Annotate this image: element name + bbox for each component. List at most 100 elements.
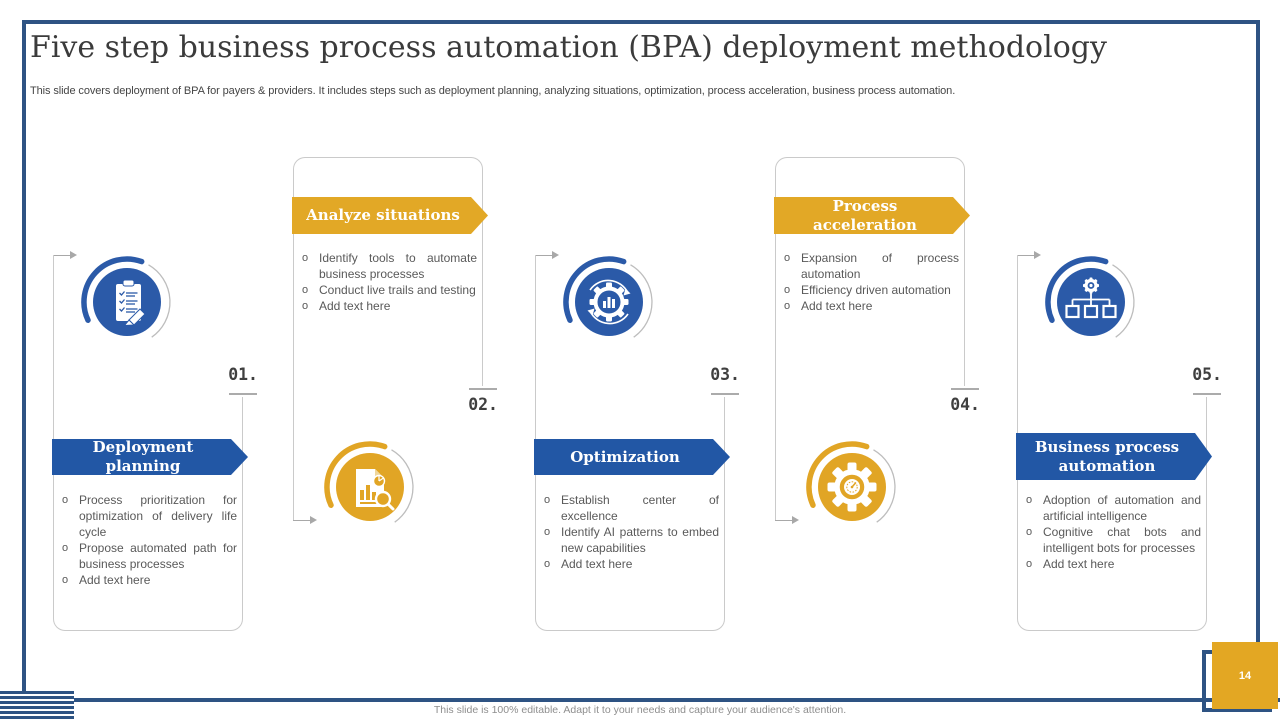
bullet-text: Add text here <box>79 573 151 587</box>
connector-arrow <box>535 251 559 260</box>
step-card-3: 03. Optimization <box>535 0 740 720</box>
step-title: Business process automation <box>1034 437 1180 475</box>
connector-arrow <box>1017 251 1041 260</box>
bullet-list: o Process prioritization for optimization… <box>59 492 237 588</box>
step-number: 02. <box>468 395 498 414</box>
bullet-text: Cognitive chat bots and intelligent bots… <box>1043 525 1201 555</box>
bullet-item: o Add text here <box>541 556 719 572</box>
bullet-marker: o <box>302 252 309 264</box>
bullet-item: o Conduct live trails and testing <box>299 282 477 298</box>
arrowhead-icon <box>1034 251 1041 260</box>
connector-line <box>53 255 55 400</box>
bullet-item: o Add text here <box>1023 556 1201 572</box>
step-number: 05. <box>1192 365 1222 384</box>
number-tick <box>229 393 257 395</box>
bullet-item: o Process prioritization for optimization… <box>59 492 237 540</box>
slide-border-right <box>1256 20 1260 642</box>
step-banner: Business process automation <box>1016 433 1212 480</box>
step-number: 03. <box>710 365 740 384</box>
connector-line <box>775 380 777 521</box>
connector-line <box>1017 255 1019 400</box>
arrowhead-icon <box>70 251 77 260</box>
card-outline <box>1017 397 1207 631</box>
bullet-text: Propose automated path for business proc… <box>79 541 237 571</box>
bullet-marker: o <box>1026 526 1033 538</box>
card-outline <box>293 157 483 386</box>
bullet-marker: o <box>62 494 69 506</box>
step-title: Optimization <box>570 447 680 466</box>
bullet-item: o Expansion of process automation <box>781 250 959 282</box>
card-outline <box>53 397 243 631</box>
connector-arrow <box>775 516 799 525</box>
footer-note: This slide is 100% editable. Adapt it to… <box>433 704 847 716</box>
bullet-item: o Identify tools to automate business pro… <box>299 250 477 282</box>
bullet-marker: o <box>784 252 791 264</box>
step-banner: Optimization <box>534 439 730 475</box>
page-number-badge: 14 <box>1212 642 1278 709</box>
connector-line <box>293 380 295 521</box>
bullet-marker: o <box>1026 558 1033 570</box>
step-card-4: 04. Process acceleration <box>775 0 980 720</box>
bullet-item: o Cognitive chat bots and intelligent bot… <box>1023 524 1201 556</box>
slide-border-left <box>22 20 26 691</box>
bullet-text: Expansion of process automation <box>801 251 959 281</box>
bullet-item: o Add text here <box>59 572 237 588</box>
gear-gauge-icon <box>806 441 896 523</box>
card-outline <box>535 397 725 631</box>
connector-arrow <box>293 516 317 525</box>
bullet-list: o Identify tools to automate business pro… <box>299 250 477 314</box>
bullet-item: o Efficiency driven automation <box>781 282 959 298</box>
number-tick <box>1193 393 1221 395</box>
bullet-text: Efficiency driven automation <box>801 283 951 297</box>
footer-divider-line <box>0 698 1280 702</box>
bullet-text: Add text here <box>1043 557 1115 571</box>
bullet-item: o Adoption of automation and artificial i… <box>1023 492 1201 524</box>
bullet-text: Adoption of automation and artificial in… <box>1043 493 1201 523</box>
step-banner: Process acceleration <box>774 197 970 234</box>
step-title: Deployment planning <box>92 438 194 475</box>
step-title: Analyze situations <box>306 206 460 225</box>
step-banner: Deployment planning <box>52 439 248 475</box>
bullet-marker: o <box>62 574 69 586</box>
report-analysis-icon <box>324 441 414 523</box>
number-tick <box>951 388 979 390</box>
bullet-text: Identify AI patterns to embed new capabi… <box>561 525 719 555</box>
connector-line <box>535 255 537 400</box>
bullet-marker: o <box>302 284 309 296</box>
bullet-text: Conduct live trails and testing <box>319 283 476 297</box>
bullet-text: Add text here <box>561 557 633 571</box>
arrowhead-icon <box>310 516 317 525</box>
clipboard-checklist-icon <box>81 256 171 338</box>
decorative-stripes-logo <box>0 691 74 719</box>
bullet-marker: o <box>544 494 551 506</box>
bullet-list: o Adoption of automation and artificial i… <box>1023 492 1201 572</box>
page-title: Five step business process automation (B… <box>30 30 1107 65</box>
automation-hierarchy-icon <box>1045 256 1135 338</box>
bullet-marker: o <box>544 526 551 538</box>
step-title: Process acceleration <box>813 196 917 234</box>
step-banner: Analyze situations <box>292 197 488 234</box>
bullet-text: Process prioritization for optimization … <box>79 493 237 539</box>
arrowhead-icon <box>552 251 559 260</box>
bullet-marker: o <box>302 300 309 312</box>
bullet-marker: o <box>544 558 551 570</box>
bullet-marker: o <box>1026 494 1033 506</box>
step-card-2: 02. Analyze situations o Identify tools t… <box>293 0 498 720</box>
bullet-text: Establish center of excellence <box>561 493 719 523</box>
step-card-5: 05. Business process automatio <box>1017 0 1222 720</box>
slide-border-top <box>22 20 1260 24</box>
bullet-item: o Establish center of excellence <box>541 492 719 524</box>
bullet-marker: o <box>784 300 791 312</box>
bullet-item: o Identify AI patterns to embed new capab… <box>541 524 719 556</box>
bullet-text: Identify tools to automate business proc… <box>319 251 477 281</box>
number-tick <box>711 393 739 395</box>
card-outline <box>775 157 965 386</box>
bullet-marker: o <box>784 284 791 296</box>
